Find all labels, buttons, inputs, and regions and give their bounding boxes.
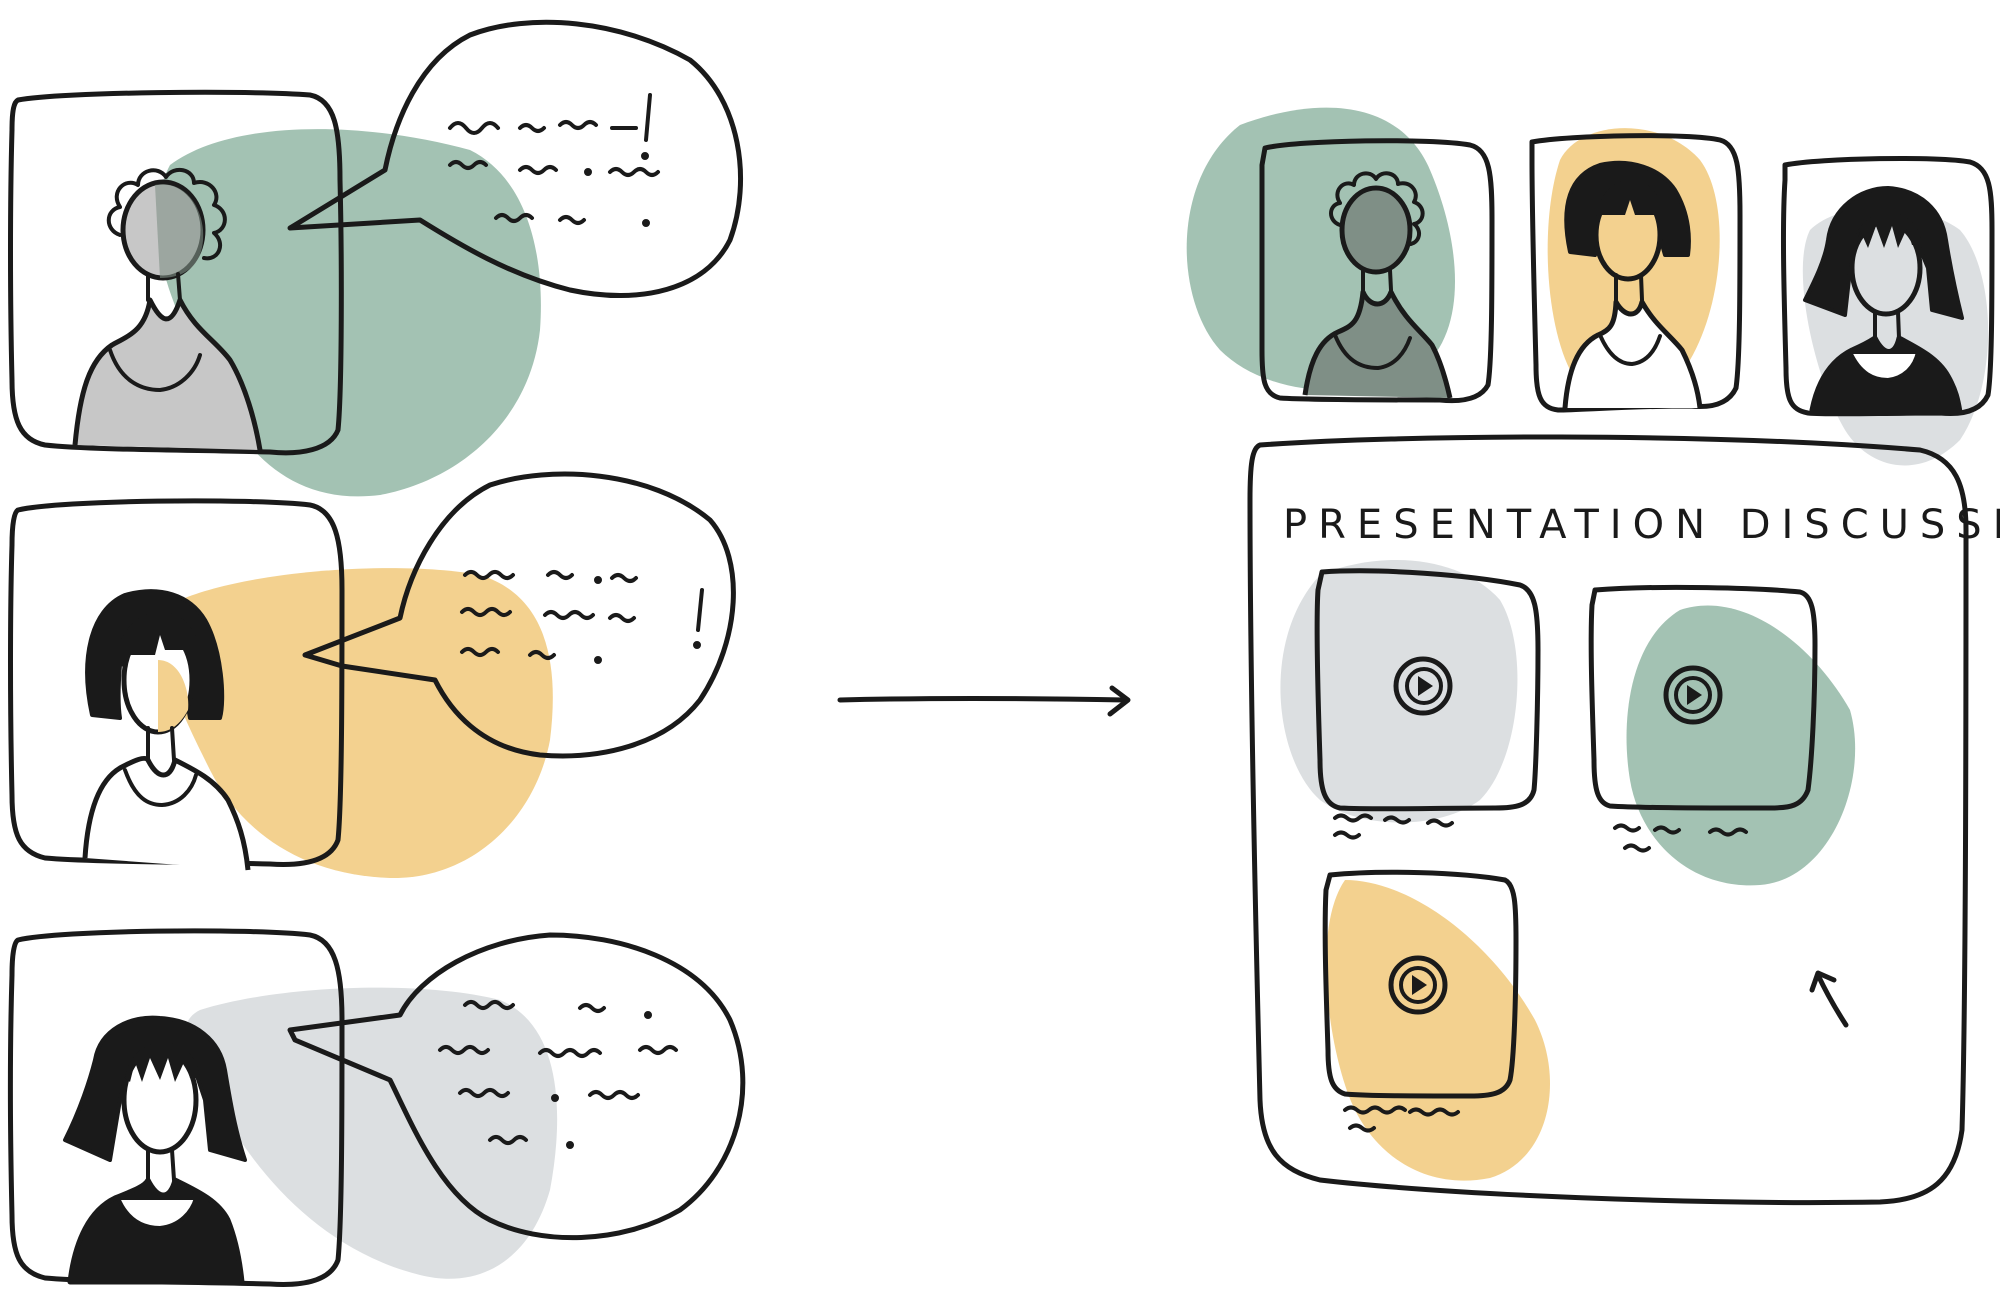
participant-card-3 <box>8 928 746 1287</box>
body <box>1302 289 1453 399</box>
speech-squiggles <box>448 93 660 227</box>
avatar-frame <box>1259 138 1495 404</box>
gray-blob <box>185 987 558 1279</box>
play-icon[interactable] <box>1388 955 1448 1015</box>
body <box>67 1177 245 1285</box>
speech-bubble <box>287 19 744 298</box>
video-frame <box>1588 584 1818 811</box>
video-card-3 <box>1322 869 1550 1181</box>
avatar-frame <box>1780 155 1995 417</box>
person-long-hair-icon <box>63 1015 247 1285</box>
person-curly-hair-icon <box>72 167 263 451</box>
person-long-hair-icon <box>1803 186 1964 415</box>
video-frame <box>8 89 344 456</box>
caption-squiggles <box>1613 823 1748 853</box>
speech-squiggles <box>438 1000 678 1149</box>
caption-squiggles <box>1333 813 1454 840</box>
video-card-2 <box>1588 584 1856 886</box>
body <box>82 755 251 871</box>
yellow-blob <box>1326 880 1550 1181</box>
caption-squiggles <box>1343 1105 1460 1133</box>
neck <box>146 272 182 302</box>
speech-bubble <box>302 471 736 759</box>
play-icon[interactable] <box>1663 665 1723 725</box>
video-frame <box>1322 869 1519 1099</box>
person-curly-hair-icon <box>1302 171 1453 399</box>
avatar-3 <box>1780 155 1995 466</box>
long-hair <box>63 1015 247 1162</box>
participant-card-1 <box>8 19 744 497</box>
board-title: PRESENTATION DISCUSSION <box>1283 502 2000 548</box>
presentation-board: PRESENTATION DISCUSSION <box>1247 434 2000 1206</box>
video-frame <box>8 928 345 1287</box>
body <box>1562 299 1703 409</box>
video-card-1 <box>1280 560 1541 840</box>
video-frame <box>8 498 345 867</box>
avatar-frame <box>1529 133 1743 413</box>
green-blob <box>156 129 541 497</box>
avatar-2 <box>1529 128 1743 413</box>
arrow-right-icon <box>837 685 1131 717</box>
body <box>72 297 263 451</box>
face-shadow <box>155 184 204 278</box>
face-color <box>158 660 189 732</box>
cursor-arrow-icon <box>1809 970 1849 1028</box>
left-panel <box>8 19 746 1287</box>
face <box>1339 185 1413 275</box>
curly-hair <box>106 167 227 261</box>
play-icon[interactable] <box>1393 656 1453 716</box>
speech-squiggles <box>460 570 704 664</box>
participant-card-2 <box>8 471 736 879</box>
board-frame <box>1247 434 1969 1206</box>
video-frame <box>1314 568 1541 812</box>
green-blob <box>1626 605 1856 886</box>
person-bob-hair-icon <box>1562 160 1703 409</box>
right-panel: PRESENTATION DISCUSSION <box>1186 107 2000 1206</box>
avatar-1 <box>1186 107 1495 404</box>
person-bob-hair-icon <box>82 589 251 871</box>
yellow-blob <box>163 568 553 879</box>
speech-bubble <box>287 932 746 1241</box>
